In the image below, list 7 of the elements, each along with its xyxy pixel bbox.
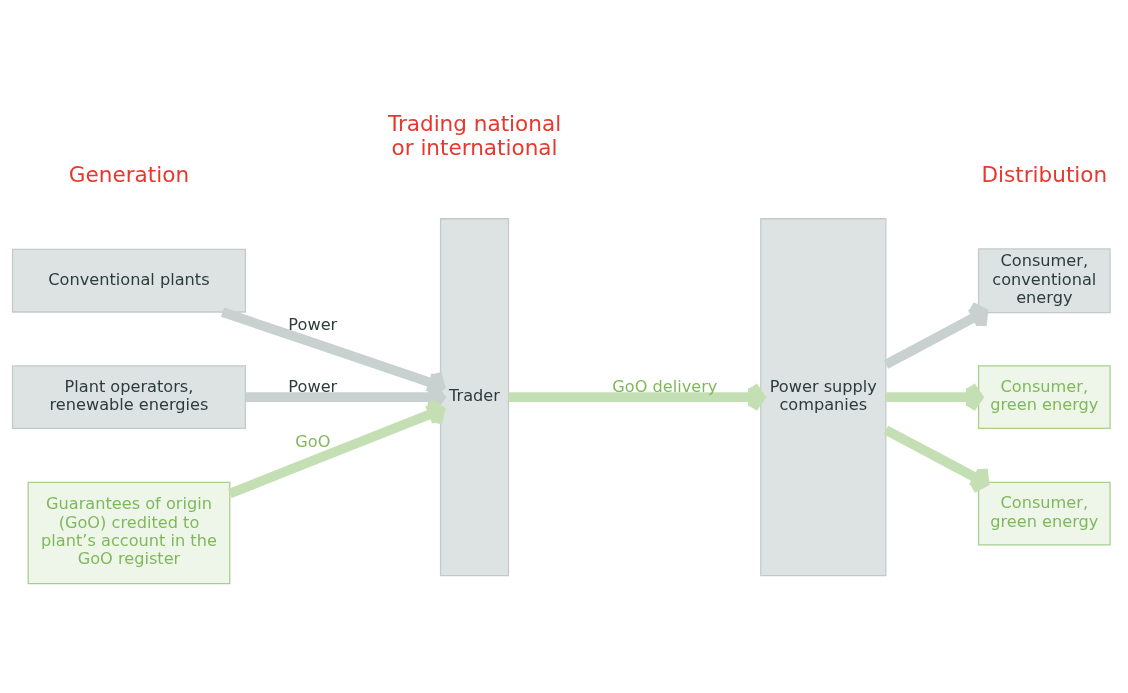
label: Generation [68, 161, 190, 187]
edge-label: Power [288, 315, 338, 335]
edge-label: GoO [295, 431, 331, 451]
edge-label: Power [288, 376, 338, 396]
label: Trading national or international [387, 110, 562, 160]
edge-label: GoO delivery [612, 376, 718, 396]
label: Distribution [981, 161, 1108, 187]
